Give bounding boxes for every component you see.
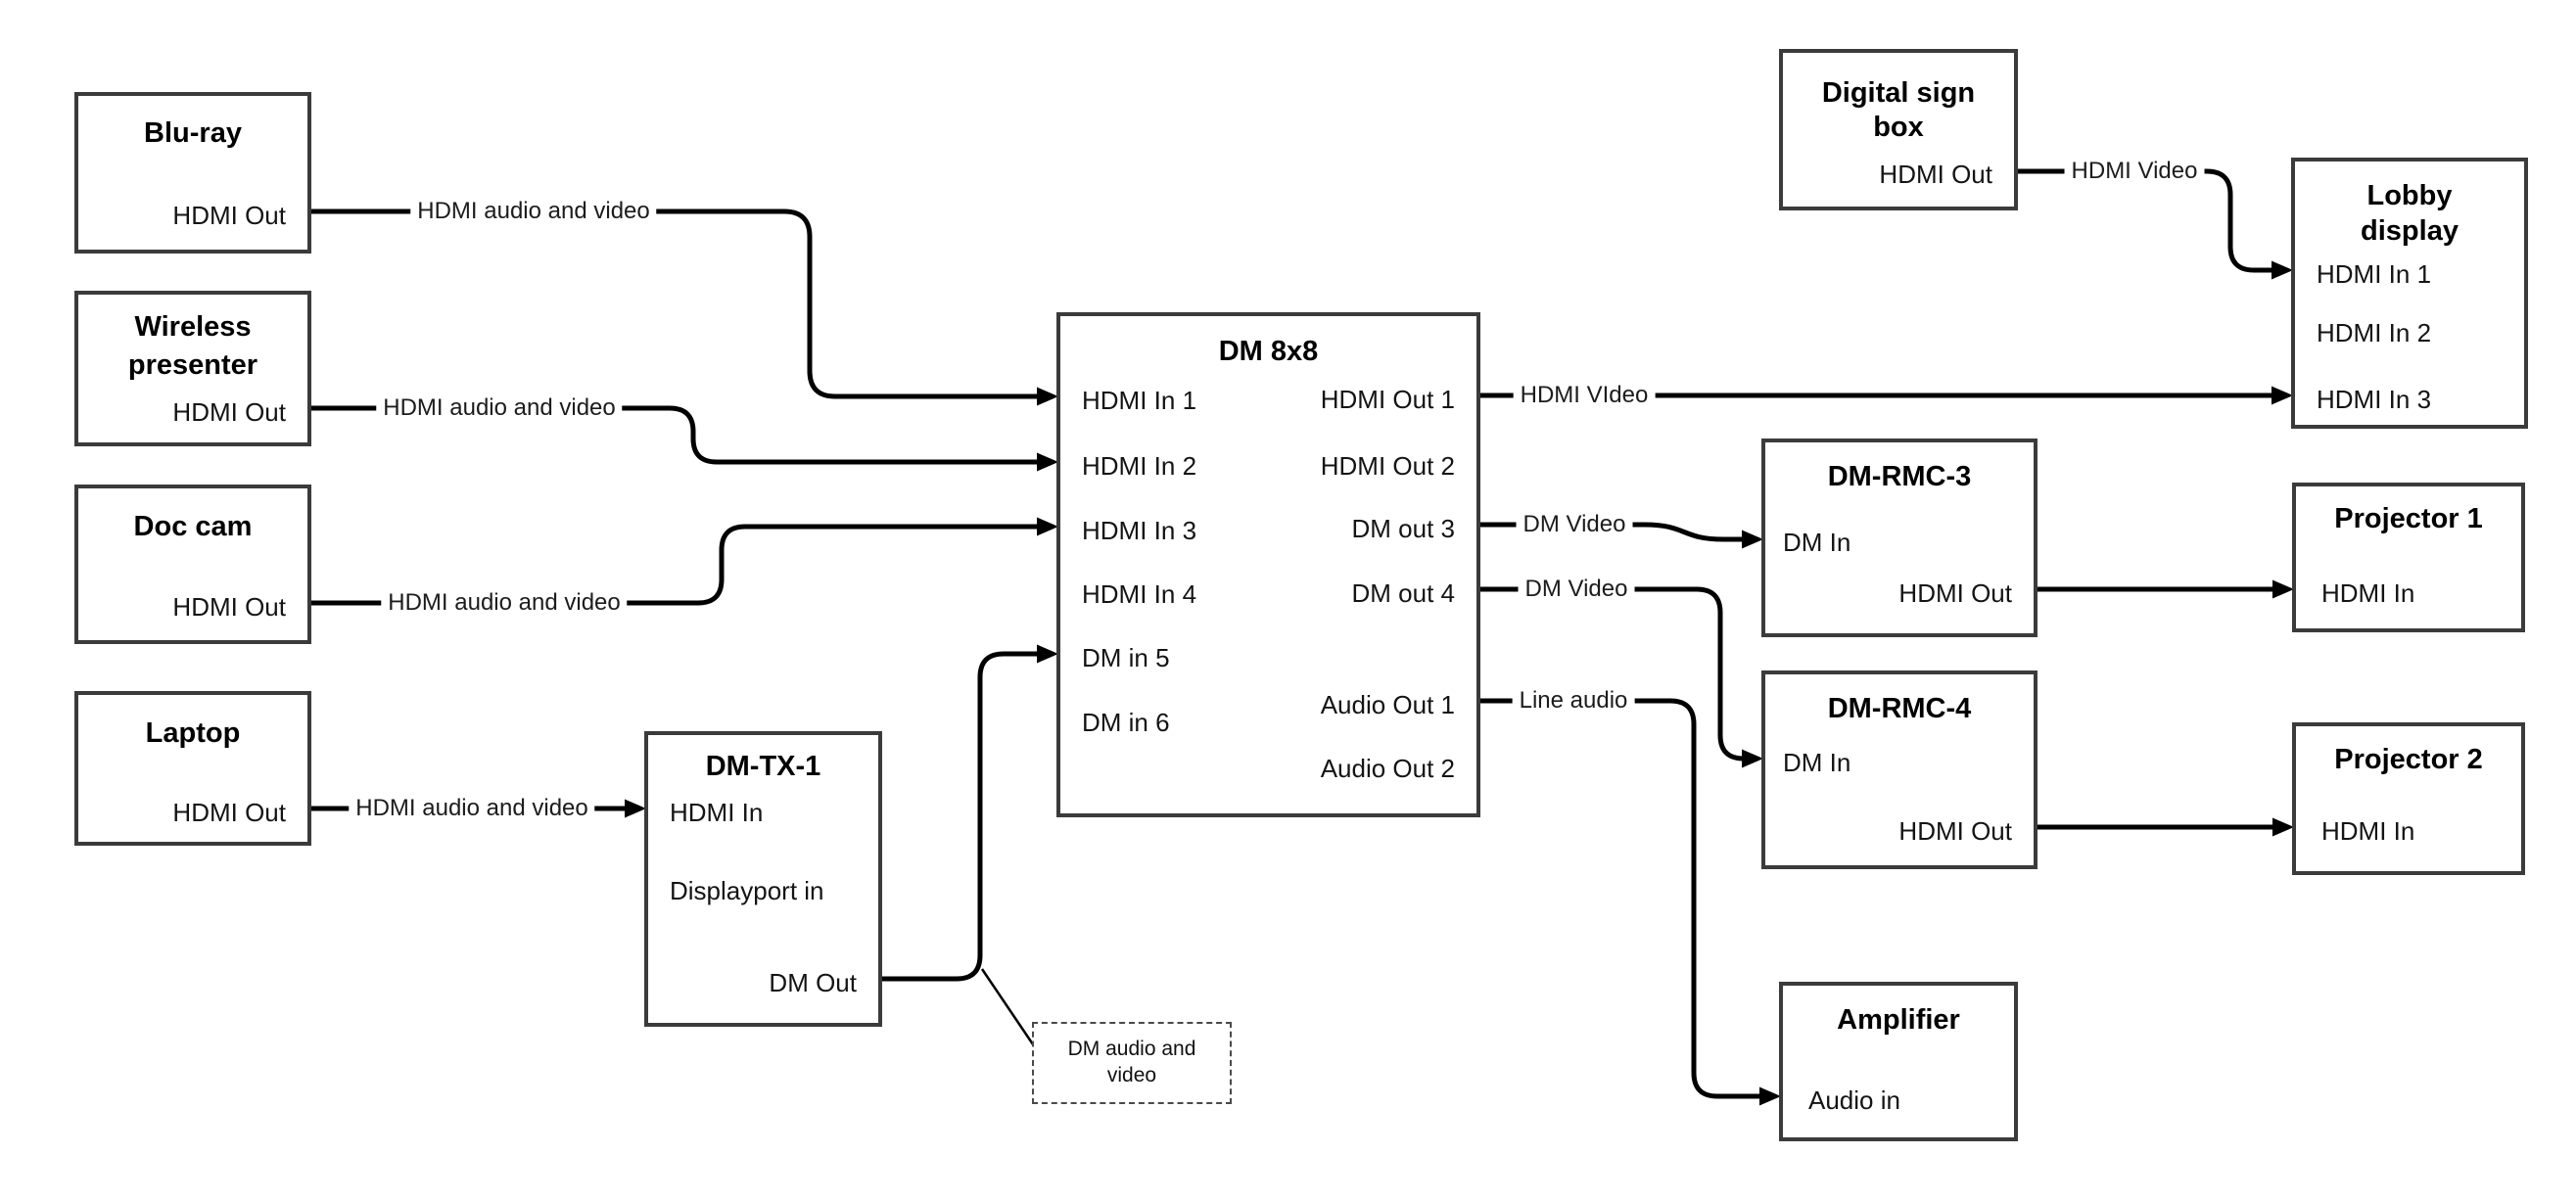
port-hdmi-out: HDMI Out <box>1898 578 2012 608</box>
node-title: DM-TX-1 <box>705 751 821 782</box>
connector-bluray-to-dm8x8-in1 <box>311 208 1040 399</box>
node-title: display <box>2361 215 2459 247</box>
node-title: Doc cam <box>133 511 253 542</box>
port-audio-out-2: Audio Out 2 <box>1320 754 1455 783</box>
port-dm-in: DM In <box>1783 528 1851 557</box>
arrowhead <box>1742 749 1763 768</box>
port-dm-in-6: DM in 6 <box>1082 708 1170 737</box>
arrowhead <box>1037 387 1058 406</box>
connector-dm8x8-aout1-to-amp <box>1480 698 1762 1099</box>
arrowhead <box>2272 579 2294 599</box>
callout-text-line2: video <box>1106 1064 1157 1086</box>
arrowhead <box>1037 517 1058 536</box>
node-projector-1: Projector 1 HDMI In <box>2292 483 2525 632</box>
port-hdmi-in-4: HDMI In 4 <box>1082 579 1197 609</box>
node-title: Blu-ray <box>144 117 242 149</box>
node-title: DM-RMC-4 <box>1827 693 1972 724</box>
port-hdmi-out-2: HDMI Out 2 <box>1320 451 1455 481</box>
node-title: DM-RMC-3 <box>1827 461 1972 492</box>
arrowhead <box>1037 452 1058 472</box>
node-amplifier: Amplifier Audio in <box>1779 982 2018 1141</box>
port-dm-out: DM Out <box>769 968 857 997</box>
arrowhead <box>1742 530 1763 549</box>
node-dm-rmc-4: DM-RMC-4 DM In HDMI Out <box>1761 670 2037 869</box>
callout-dm-audio-video: DM audio and video <box>1032 1022 1232 1104</box>
arrowhead <box>2272 260 2293 280</box>
port-hdmi-in-1: HDMI In 1 <box>2317 259 2432 289</box>
port-hdmi-in-3: HDMI In 3 <box>2317 385 2432 414</box>
arrowhead <box>1759 1086 1781 1106</box>
node-laptop: Laptop HDMI Out <box>74 691 311 846</box>
node-dm-8x8: DM 8x8 HDMI In 1 HDMI In 2 HDMI In 3 HDM… <box>1056 312 1480 817</box>
node-title: Digital sign <box>1821 77 1976 109</box>
port-displayport-in: Displayport in <box>670 876 824 905</box>
node-title: Lobby <box>2366 180 2453 211</box>
wire-label-hdmi-av-wireless: HDMI audio and video <box>376 394 623 422</box>
arrowhead <box>625 799 646 818</box>
port-hdmi-out: HDMI Out <box>172 592 286 622</box>
node-title: Projector 2 <box>2334 744 2483 775</box>
port-hdmi-out: HDMI Out <box>172 397 286 427</box>
wire-label-hdmi-av-laptop: HDMI audio and video <box>349 795 595 822</box>
connector-dmtx1-to-dm8x8-in5 <box>882 651 1040 982</box>
port-hdmi-out: HDMI Out <box>172 798 286 827</box>
port-hdmi-out-1: HDMI Out 1 <box>1320 385 1455 414</box>
port-hdmi-in: HDMI In <box>2321 578 2415 608</box>
node-title: DM 8x8 <box>1218 336 1319 367</box>
wire-label-hdmi-av-bluray: HDMI audio and video <box>410 198 657 225</box>
node-title: box <box>1873 112 1924 143</box>
node-projector-2: Projector 2 HDMI In <box>2292 722 2525 875</box>
port-dm-in: DM In <box>1783 748 1851 777</box>
node-title: Amplifier <box>1837 1004 1960 1036</box>
port-hdmi-in-3: HDMI In 3 <box>1082 516 1197 545</box>
node-title: Wireless <box>134 311 252 343</box>
node-digital-sign-box: Digital sign box HDMI Out <box>1779 49 2018 210</box>
port-dm-in-5: DM in 5 <box>1082 643 1170 672</box>
node-lobby-display: Lobby display HDMI In 1 HDMI In 2 HDMI I… <box>2291 158 2528 429</box>
node-dm-tx-1: DM-TX-1 HDMI In Displayport in DM Out <box>644 731 882 1027</box>
node-doc-cam: Doc cam HDMI Out <box>74 485 311 644</box>
node-title: Laptop <box>145 717 241 749</box>
connector-wireless-to-dm8x8-in2 <box>311 405 1040 465</box>
connector-doccam-to-dm8x8-in3 <box>311 524 1040 606</box>
connector-dm8x8-out3-to-rmc3 <box>1480 522 1745 542</box>
port-hdmi-out: HDMI Out <box>172 201 286 230</box>
wire-label-hdmi-av-doccam: HDMI audio and video <box>381 589 628 617</box>
wire-label-hdmi-video-out1: HDMI VIdeo <box>1513 382 1656 409</box>
connector-dm8x8-out4-to-rmc4 <box>1480 586 1745 762</box>
port-hdmi-out: HDMI Out <box>1879 160 1992 189</box>
port-hdmi-in: HDMI In <box>2321 816 2415 846</box>
port-hdmi-in-2: HDMI In 2 <box>2317 318 2432 347</box>
port-dm-out-3: DM out 3 <box>1351 514 1456 543</box>
arrowhead <box>2272 386 2293 405</box>
node-bluray: Blu-ray HDMI Out <box>74 92 311 254</box>
wire-label-dm-video-out4: DM Video <box>1518 576 1635 603</box>
node-title: presenter <box>127 349 258 381</box>
wire-label-dm-video-out3: DM Video <box>1516 511 1633 538</box>
port-audio-out-1: Audio Out 1 <box>1320 690 1455 719</box>
arrowhead <box>1037 644 1058 664</box>
arrowhead <box>2272 817 2294 837</box>
port-hdmi-in-1: HDMI In 1 <box>1082 386 1197 415</box>
node-title: Projector 1 <box>2334 503 2483 534</box>
port-hdmi-in-2: HDMI In 2 <box>1082 451 1197 481</box>
port-audio-in: Audio in <box>1808 1086 1900 1115</box>
wire-label-line-audio: Line audio <box>1512 687 1635 715</box>
callout-leader-line <box>980 968 1037 1048</box>
port-hdmi-out: HDMI Out <box>1898 816 2012 846</box>
node-wireless-presenter: Wireless presenter HDMI Out <box>74 291 311 446</box>
node-dm-rmc-3: DM-RMC-3 DM In HDMI Out <box>1761 439 2037 637</box>
port-dm-out-4: DM out 4 <box>1351 578 1456 608</box>
connector-signbox-to-lobby-in1 <box>2018 168 2274 273</box>
port-hdmi-in: HDMI In <box>670 798 764 827</box>
callout-text-line1: DM audio and <box>1067 1038 1196 1060</box>
wire-label-hdmi-video-signbox: HDMI Video <box>2064 158 2205 185</box>
